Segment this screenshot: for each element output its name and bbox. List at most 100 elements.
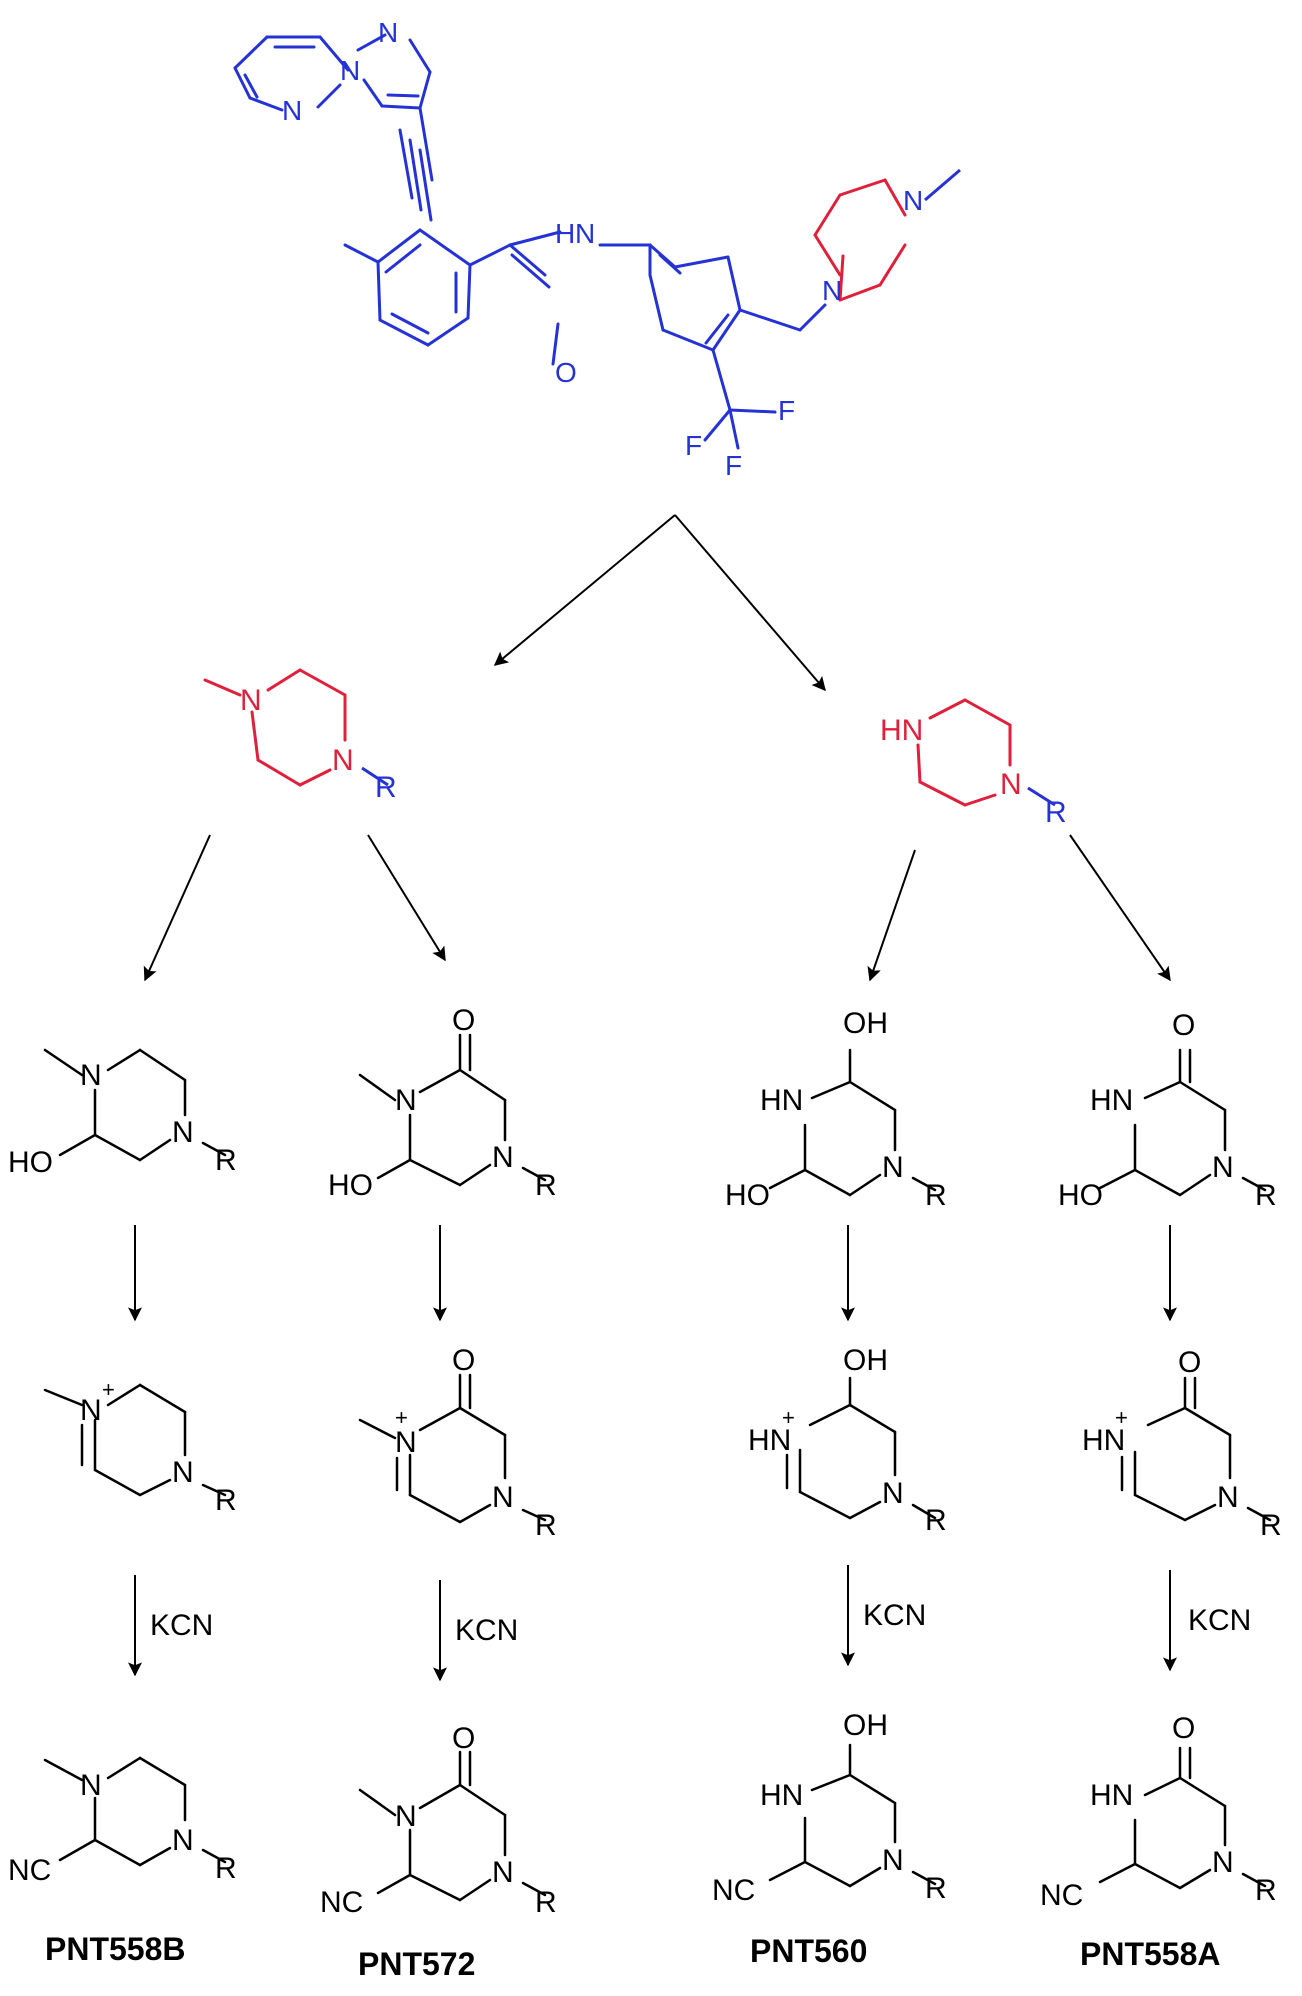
col4-imin-nh: HN (1082, 1424, 1125, 1457)
col1-iminium: N + N R (43, 1377, 237, 1517)
column-pnt572: O N N R HO O N + N (320, 1004, 557, 1982)
col3-hyd-nh: HN (760, 1084, 803, 1117)
atom-f1: F (778, 395, 795, 426)
col2-hyd-o: O (452, 1004, 475, 1037)
n-methyl-bond (924, 168, 961, 202)
col2-prod-o: O (452, 1722, 475, 1755)
col1-hydroxylated: N N R HO (8, 1048, 237, 1179)
col2-hyd-r: R (535, 1169, 557, 1202)
col4-iminium: O HN + N R (1082, 1346, 1282, 1542)
col3-prod-r: R (925, 1872, 947, 1905)
col2-imin-n4: N (492, 1481, 514, 1514)
col2-prod-n-methyl: N (395, 1800, 417, 1833)
col3-hyd-oh-top: OH (843, 1007, 888, 1040)
col3-reagent: KCN (863, 1599, 926, 1632)
col2-imin-r: R (535, 1509, 557, 1542)
atom-r: R (375, 771, 397, 804)
fragment-arrows (143, 834, 1171, 982)
col4-prod-n4: N (1212, 1846, 1234, 1879)
col2-imin-n: N (395, 1426, 417, 1459)
col3-hyd-n4: N (882, 1151, 904, 1184)
arrow-to-methylpiperazine (493, 514, 676, 666)
col3-iminium: OH HN + N R (748, 1344, 947, 1537)
col2-prod-n4: N (492, 1856, 514, 1889)
col1-label: PNT558B (45, 1931, 186, 1967)
col4-imin-n4: N (1217, 1481, 1239, 1514)
col4-prod-cn: NC (1040, 1879, 1083, 1912)
col3-imin-charge: + (782, 1405, 795, 1430)
col4-hyd-r: R (1255, 1179, 1277, 1212)
atom-amide-o: O (555, 357, 577, 388)
parent-skeleton-bonds (233, 33, 827, 450)
piperazine-fragment: HN N R (880, 698, 1067, 829)
col1-prod-n4: N (172, 1824, 194, 1857)
col4-product: O HN N R NC (1040, 1712, 1277, 1912)
parent-piperazine-bonds (813, 178, 907, 302)
arrow-to-piperazine (674, 514, 826, 692)
atom-nh: HN (880, 714, 923, 747)
column-pnt558b: N N R HO N + N R KCN (8, 1048, 237, 1967)
col1-imin-n: N (80, 1394, 102, 1427)
col1-hyd-n-methyl: N (80, 1059, 102, 1092)
atom-r: R (1045, 796, 1067, 829)
col2-prod-cn: NC (320, 1886, 363, 1919)
atom-bridgehead-n: N (340, 55, 360, 86)
col3-imin-nh: HN (748, 1424, 791, 1457)
col2-imin-charge: + (395, 1405, 408, 1430)
col3-product: OH HN N R NC (712, 1709, 947, 1907)
col2-prod-r: R (535, 1886, 557, 1919)
col4-prod-nh: HN (1090, 1779, 1133, 1812)
col1-imin-charge: + (102, 1377, 115, 1402)
col4-imin-charge: + (1115, 1405, 1128, 1430)
parent-atom-labels: N N N N H O F F F N N (282, 17, 923, 481)
col3-hyd-oh: HO (725, 1179, 770, 1212)
col4-hyd-o: O (1172, 1009, 1195, 1042)
atom-piperazine-n-bottom: N (822, 275, 842, 306)
col4-reagent: KCN (1188, 1604, 1251, 1637)
col2-iminium: O N + N R (358, 1344, 557, 1542)
col1-hyd-oh: HO (8, 1146, 53, 1179)
col3-imin-n4: N (882, 1477, 904, 1510)
col4-imin-r: R (1260, 1509, 1282, 1542)
col1-reagent: KCN (150, 1609, 213, 1642)
col2-reagent: KCN (455, 1614, 518, 1647)
col4-hydroxylated: O HN N R HO (1058, 1009, 1277, 1212)
col3-imin-oh-top: OH (843, 1344, 888, 1377)
col2-product: O N N R NC (320, 1722, 557, 1919)
col4-imin-o: O (1178, 1346, 1201, 1379)
column-pnt560: OH HN N R HO OH HN + N R (712, 1007, 947, 1969)
col4-label: PNT558A (1080, 1936, 1221, 1972)
col1-prod-r: R (215, 1852, 237, 1885)
atom-piperazine-n-top: N (903, 185, 923, 216)
col4-hyd-n4: N (1212, 1151, 1234, 1184)
atom-imidazole-n: N (378, 17, 398, 48)
col2-hyd-n-methyl: N (395, 1084, 417, 1117)
col4-hyd-oh: HO (1058, 1179, 1103, 1212)
parent-molecule: N N N N H O F F F N N (233, 17, 961, 481)
col1-imin-n4: N (172, 1456, 194, 1489)
atom-pyridazine-n: N (282, 95, 302, 126)
col4-hyd-nh: HN (1090, 1084, 1133, 1117)
column-pnt558a: O HN N R HO O HN + N R (1040, 1009, 1282, 1972)
col3-imin-r: R (925, 1504, 947, 1537)
atom-n1: N (240, 684, 262, 717)
col2-hyd-n4: N (492, 1141, 514, 1174)
col3-hyd-r: R (925, 1179, 947, 1212)
atom-amide-h: H (555, 218, 575, 249)
col1-prod-n-methyl: N (80, 1769, 102, 1802)
col1-imin-r: R (215, 1484, 237, 1517)
atom-n4: N (1000, 768, 1022, 801)
atom-f3: F (725, 450, 742, 481)
col1-product: N N R NC (8, 1756, 237, 1887)
col3-prod-n4: N (882, 1844, 904, 1877)
col3-prod-oh-top: OH (843, 1709, 888, 1742)
col3-hydroxylated: OH HN N R HO (725, 1007, 947, 1212)
col2-hyd-oh: HO (328, 1169, 373, 1202)
col2-label: PNT572 (358, 1946, 475, 1982)
atom-n4: N (332, 744, 354, 777)
branch-arrows (493, 514, 826, 692)
col1-hyd-n4: N (172, 1116, 194, 1149)
col3-prod-cn: NC (712, 1874, 755, 1907)
atom-amide-n: N (575, 218, 595, 249)
